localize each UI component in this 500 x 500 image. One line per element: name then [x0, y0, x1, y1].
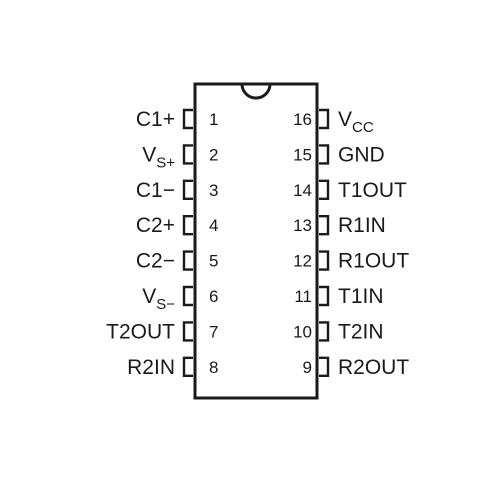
- pin-2: VS+ 2: [142, 143, 218, 171]
- pin-11: T1IN 11: [294, 285, 383, 308]
- pin-name-15: GND: [338, 143, 385, 166]
- pin-name-8: R2IN: [127, 356, 175, 379]
- pin-number-2: 2: [209, 145, 218, 164]
- pin-8: R2IN 8: [127, 356, 218, 379]
- pin-number-8: 8: [209, 358, 218, 377]
- pin-leg-2: [182, 144, 193, 165]
- pin-name-5: C2−: [136, 250, 175, 273]
- pin-leg-10: [319, 321, 330, 342]
- pin-name-1: C1+: [136, 108, 175, 131]
- orientation-notch: [240, 83, 272, 100]
- pin-number-4: 4: [209, 216, 218, 235]
- pin-3: C1− 3: [136, 179, 219, 202]
- pin-name-10: T2IN: [338, 320, 384, 343]
- pin-13: R1IN 13: [293, 214, 386, 237]
- pin-leg-4: [182, 215, 193, 236]
- pin-leg-3: [182, 179, 193, 200]
- pin-name-12: R1OUT: [338, 250, 409, 273]
- pin-leg-8: [182, 356, 193, 377]
- pin-6: VS− 6: [142, 285, 218, 313]
- pin-leg-16: [319, 108, 330, 130]
- chip-body: [193, 82, 319, 400]
- pin-10: T2IN 10: [293, 320, 383, 343]
- pin-4: C2+ 4: [136, 214, 219, 237]
- pin-14: T1OUT 14: [293, 179, 407, 202]
- pin-16: VCC 16: [293, 108, 374, 136]
- pin-number-7: 7: [209, 322, 218, 341]
- pin-15: GND 15: [293, 143, 385, 166]
- pin-number-14: 14: [293, 181, 312, 200]
- pin-number-16: 16: [293, 110, 312, 129]
- pin-leg-15: [319, 144, 330, 165]
- pin-number-12: 12: [293, 252, 312, 271]
- pin-number-10: 10: [293, 322, 312, 341]
- pin-leg-13: [319, 215, 330, 236]
- pin-leg-6: [182, 285, 193, 307]
- pin-name-11: T1IN: [338, 285, 384, 308]
- pin-number-15: 15: [293, 145, 312, 164]
- pin-9: R2OUT 9: [303, 356, 410, 379]
- pin-leg-9: [319, 356, 330, 377]
- pin-name-3: C1−: [136, 179, 175, 202]
- pin-leg-5: [182, 250, 193, 271]
- pin-leg-11: [319, 285, 330, 307]
- pin-1: C1+ 1: [136, 108, 219, 131]
- pin-name-4: C2+: [136, 214, 175, 237]
- pin-number-6: 6: [209, 287, 218, 306]
- pin-name-2: VS+: [142, 143, 175, 171]
- pin-5: C2− 5: [136, 250, 219, 273]
- pin-name-13: R1IN: [338, 214, 386, 237]
- pin-name-16: VCC: [338, 108, 374, 136]
- pin-name-14: T1OUT: [338, 179, 407, 202]
- pin-number-5: 5: [209, 252, 218, 271]
- pin-name-9: R2OUT: [338, 356, 409, 379]
- pin-leg-14: [319, 179, 330, 200]
- pin-number-1: 1: [209, 110, 218, 129]
- pin-number-13: 13: [293, 216, 312, 235]
- pin-12: R1OUT 12: [293, 250, 409, 273]
- pin-number-3: 3: [209, 181, 218, 200]
- pin-leg-7: [182, 321, 193, 342]
- pin-name-6: VS−: [142, 285, 175, 313]
- pin-number-9: 9: [303, 358, 312, 377]
- pin-leg-1: [182, 108, 193, 130]
- pin-number-11: 11: [294, 287, 312, 306]
- pin-name-7: T2OUT: [106, 320, 175, 343]
- pin-7: T2OUT 7: [106, 320, 218, 343]
- pin-leg-12: [319, 250, 330, 271]
